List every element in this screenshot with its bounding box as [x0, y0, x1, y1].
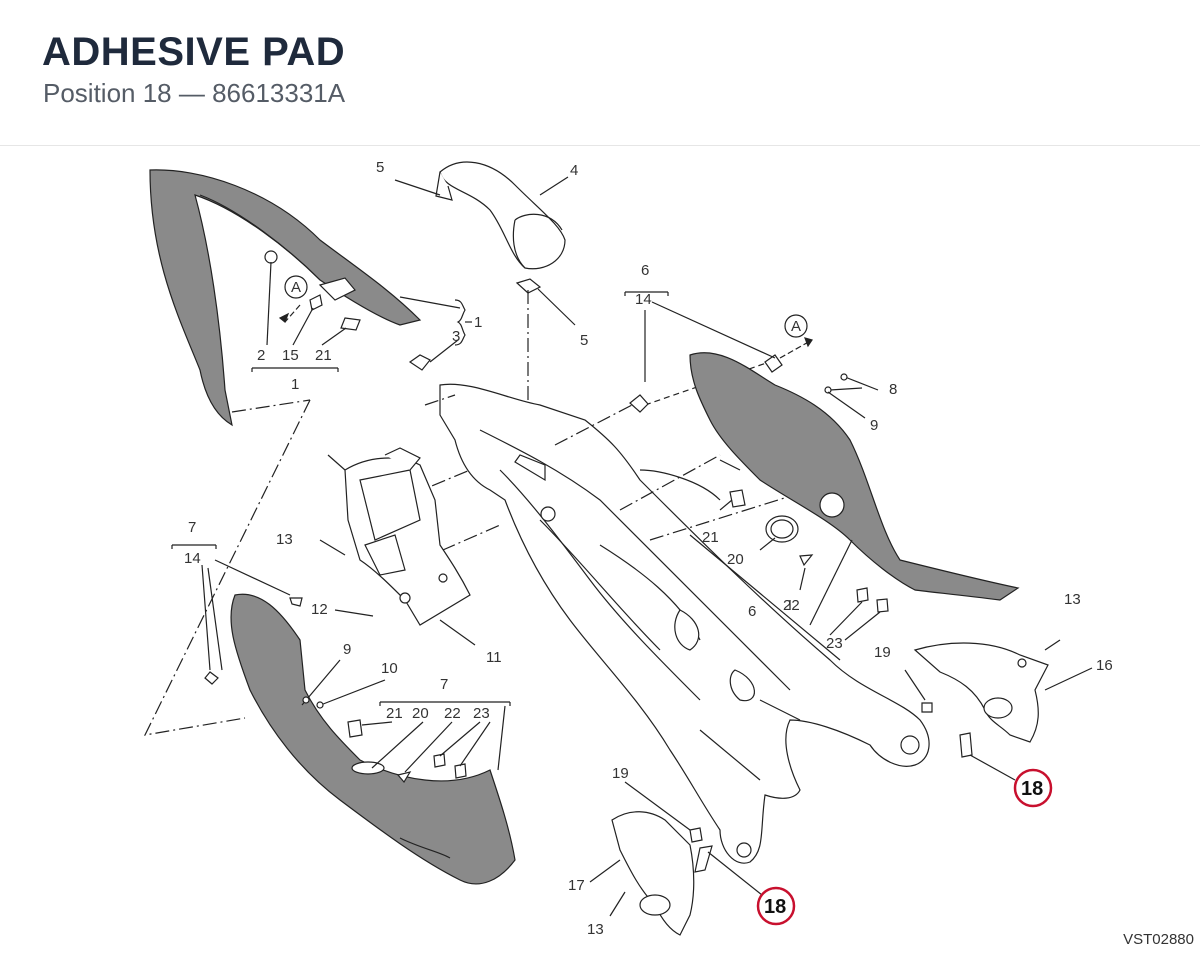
exploded-parts-diagram: 5 4 5 6 14 1 3 2 15 21 1 8 9 13 21 20 7 …: [0, 145, 1200, 951]
label-2: 2: [257, 347, 265, 364]
label-15: 15: [282, 347, 299, 364]
label-21-bottom: 21: [386, 705, 403, 722]
label-14-top: 14: [635, 291, 652, 308]
label-7-bottom: 7: [440, 676, 448, 693]
label-20-bottom: 20: [412, 705, 429, 722]
left-lower-panel: [230, 593, 516, 885]
label-13-bottom: 13: [587, 921, 604, 938]
ref-label-a-left: A: [291, 279, 301, 296]
lower-bracket: [611, 811, 695, 936]
label-23-bottom: 23: [473, 705, 490, 722]
label-1-bracket: 1: [474, 314, 482, 331]
label-19-right: 19: [874, 644, 891, 661]
document-reference: VST02880: [1123, 931, 1194, 948]
ref-circle-a-right: [784, 314, 808, 338]
label-6-top: 6: [641, 262, 649, 279]
ref-label-a-right: A: [791, 318, 801, 335]
label-9-left: 9: [343, 641, 351, 658]
callout-18-bottom: [756, 886, 796, 926]
label-22-right: 22: [783, 597, 800, 614]
ref-circle-a-left: [284, 275, 308, 299]
callout-18-right-text: 18: [1021, 778, 1043, 800]
page-header: ADHESIVE PAD Position 18 — 86613331A: [0, 0, 1200, 146]
label-6-right: 6: [748, 603, 756, 620]
label-13-right: 13: [1064, 591, 1081, 608]
label-5-top: 5: [376, 159, 384, 176]
diagram-svg: 5 4 5 6 14 1 3 2 15 21 1 8 9 13 21 20 7 …: [143, 159, 1113, 938]
label-11: 11: [486, 649, 502, 666]
label-14-left: 14: [184, 550, 201, 567]
page-subtitle: Position 18 — 86613331A: [43, 78, 346, 108]
label-4: 4: [570, 162, 578, 179]
right-side-panel: [689, 352, 1020, 601]
label-20-right: 20: [727, 551, 744, 568]
right-rear-bracket: [913, 642, 1049, 743]
label-10: 10: [381, 660, 398, 677]
callout-18-bottom-text: 18: [764, 896, 786, 918]
label-23-right: 23: [826, 635, 843, 652]
callout-18-right: [1013, 768, 1053, 808]
label-16: 16: [1096, 657, 1113, 674]
label-7-left: 7: [188, 519, 196, 536]
label-1-group: 1: [291, 376, 299, 393]
label-21-right: 21: [702, 529, 719, 546]
label-21-top: 21: [315, 347, 332, 364]
label-12: 12: [311, 601, 328, 618]
label-17: 17: [568, 877, 585, 894]
label-13-left: 13: [276, 531, 293, 548]
left-upper-panel: [149, 169, 422, 427]
label-8: 8: [889, 381, 897, 398]
label-19-bottom: 19: [612, 765, 629, 782]
label-22-bottom: 22: [444, 705, 461, 722]
label-3: 3: [452, 328, 460, 345]
page-title: ADHESIVE PAD: [42, 30, 346, 74]
label-5-bottom: 5: [580, 332, 588, 349]
seat-cowl: [439, 161, 566, 270]
label-9-right: 9: [870, 417, 878, 434]
